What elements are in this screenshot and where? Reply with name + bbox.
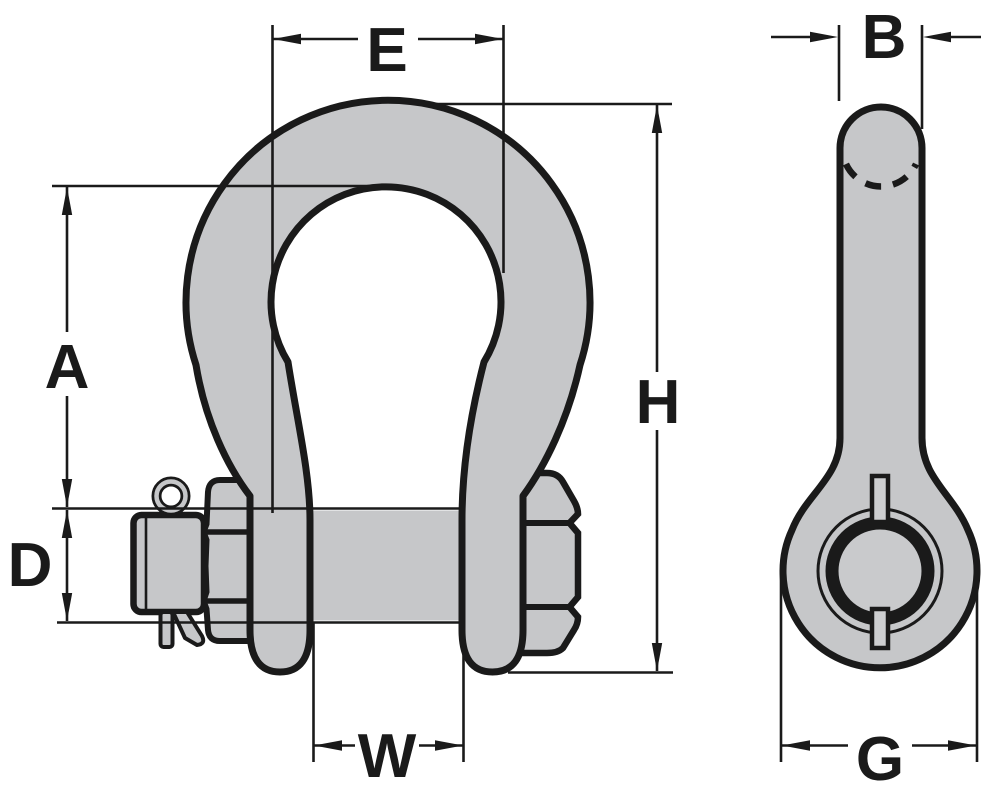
bolt-end	[130, 511, 208, 616]
arrowhead-e-left	[273, 33, 301, 45]
front-view	[130, 96, 594, 676]
dim-label-g: G	[856, 725, 904, 791]
pin-head-hidden-edge-dashed	[843, 162, 919, 190]
dim-label-w: W	[358, 722, 417, 791]
cotter-leg-bent	[171, 610, 206, 647]
arrowhead-w-right	[435, 740, 463, 751]
dim-W: W	[314, 722, 463, 791]
dim-label-d: D	[8, 531, 53, 600]
dim-A: A	[45, 187, 90, 507]
cotter-leg-straight	[158, 610, 175, 649]
arrowhead-d-top	[61, 510, 73, 538]
arrowhead-w-left	[314, 740, 342, 751]
arrowhead-h-bottom	[651, 643, 663, 671]
dim-H: H	[636, 105, 681, 671]
arrowhead-e-right	[475, 33, 503, 45]
dim-E: E	[273, 16, 503, 85]
cotter-ring	[154, 479, 188, 513]
dimension-annotations: E A D H W	[8, 3, 981, 791]
hex-nut	[200, 477, 253, 644]
shackle-body	[182, 96, 594, 676]
arrowhead-g-right	[948, 740, 976, 751]
dim-label-b: B	[862, 3, 907, 72]
dim-B: B	[771, 3, 981, 72]
dim-label-e: E	[366, 16, 407, 85]
arrowhead-b-right	[923, 31, 951, 43]
dim-label-h: H	[636, 368, 681, 437]
dim-D: D	[8, 510, 73, 621]
bolt-shaft	[300, 510, 468, 621]
arrowhead-g-left	[782, 740, 810, 751]
side-body-and-eye	[779, 103, 981, 672]
arrowhead-a-top	[61, 187, 73, 215]
arrowhead-a-bottom	[61, 479, 73, 507]
arrowhead-d-bottom	[61, 593, 73, 621]
cotter-slot-bottom	[869, 606, 891, 651]
dim-label-a: A	[45, 333, 90, 402]
arrowhead-b-left	[810, 31, 838, 43]
arrowhead-h-top	[651, 105, 663, 133]
dim-G: G	[782, 725, 976, 791]
side-view	[779, 103, 981, 672]
pin-end-face	[839, 530, 921, 612]
cotter-slot-top	[869, 473, 891, 525]
